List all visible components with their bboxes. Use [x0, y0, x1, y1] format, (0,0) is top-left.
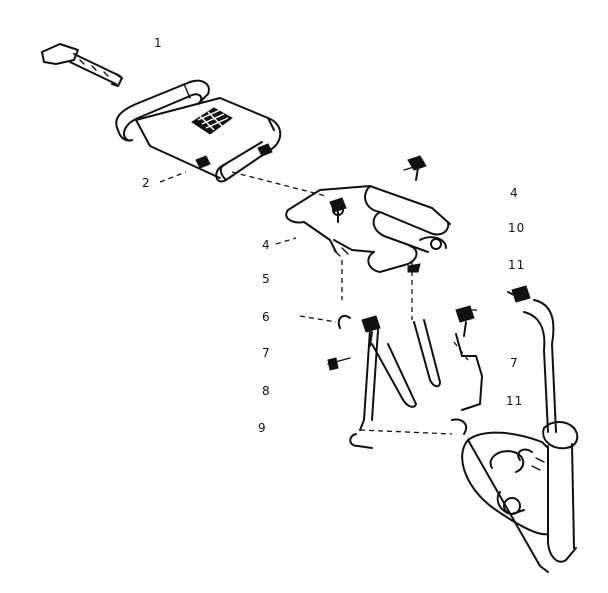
- leader-line: [275, 237, 297, 245]
- leader-line: [299, 315, 337, 323]
- callout-label: 11: [508, 258, 526, 272]
- base-housing: [285, 185, 451, 273]
- frame-assembly: [327, 314, 483, 449]
- callout-label: 4: [510, 186, 519, 200]
- drain-hose: [507, 285, 579, 563]
- callout-label: 6: [262, 310, 271, 324]
- spring-pin: [41, 43, 123, 87]
- callout-label: 9: [258, 421, 267, 435]
- callout-label: 10: [508, 221, 526, 235]
- screw-icon: [361, 315, 381, 347]
- handle-bail: [115, 79, 210, 142]
- cover-plate: [135, 97, 282, 183]
- screw-icon: [403, 155, 427, 181]
- callout-label: 7: [262, 346, 271, 360]
- callout-label: 11: [506, 394, 524, 408]
- callout-label: 4: [262, 238, 271, 252]
- leader-line: [159, 171, 187, 183]
- grille-icon: [191, 107, 233, 135]
- callout-label: 7: [510, 356, 519, 370]
- callout-label: 5: [262, 272, 271, 286]
- callout-label: 8: [262, 384, 271, 398]
- callout-label: 1: [154, 36, 163, 50]
- screw-icon: [455, 305, 475, 337]
- valve-body: [461, 431, 549, 573]
- callout-label: 2: [142, 176, 151, 190]
- screw-icon: [329, 197, 347, 223]
- explode-line: [231, 171, 327, 197]
